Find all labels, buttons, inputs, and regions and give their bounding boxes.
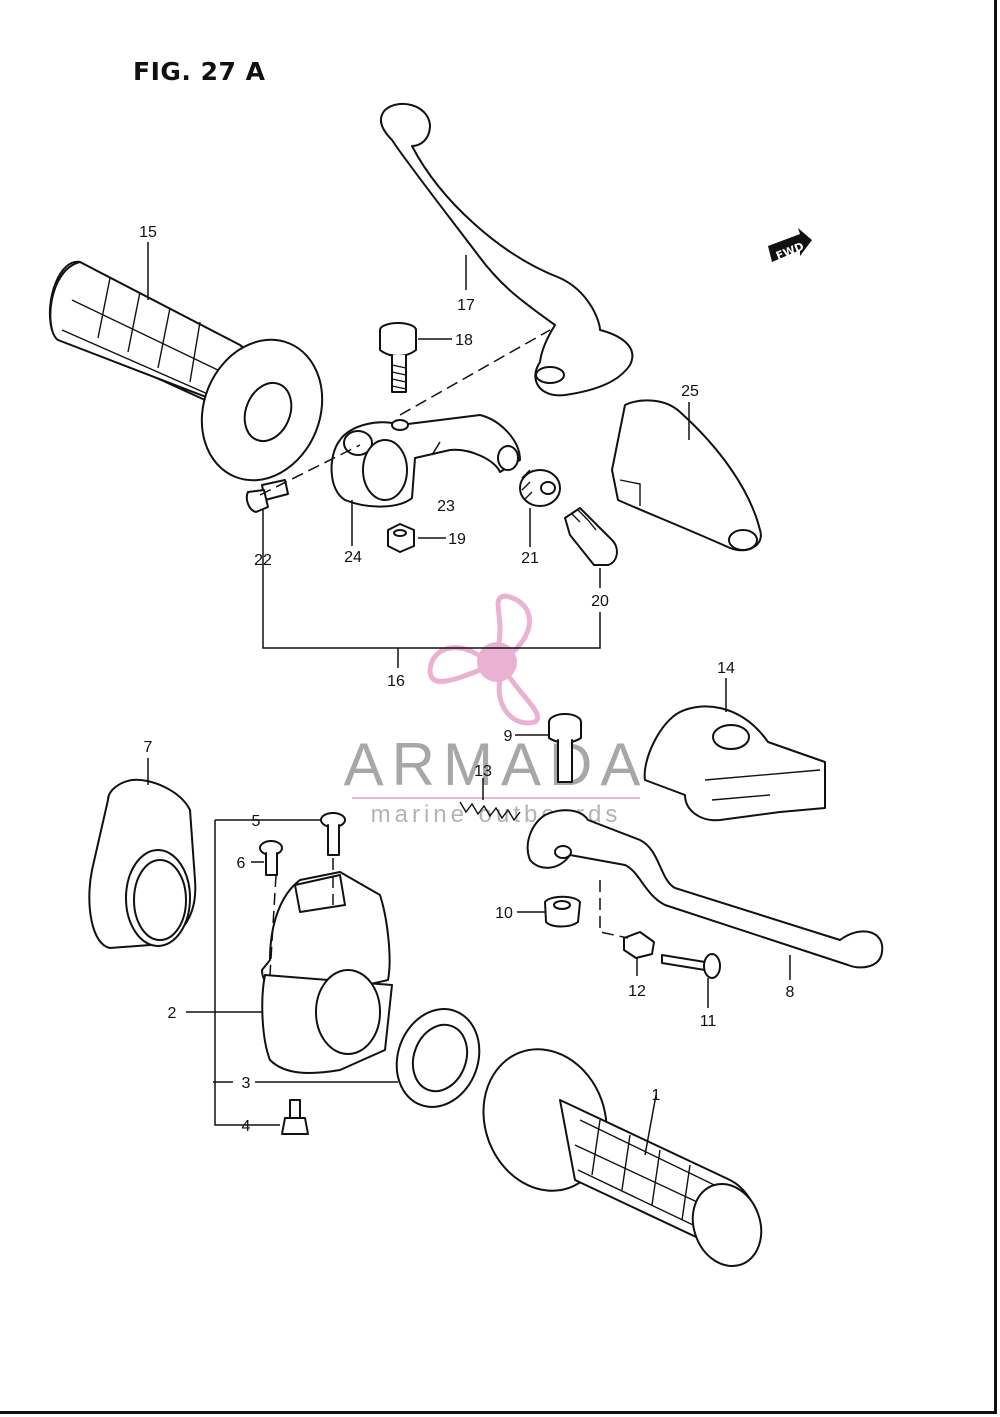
part-8-brake-lever: [526, 809, 884, 969]
part-14-lever-cover: [643, 705, 826, 822]
callout-20: 20: [591, 593, 609, 610]
callout-labels: 1 2 3 4 5 6 7 8 9 10 11 12 13 14 15 16 1…: [139, 224, 794, 1135]
part-2-switch-housing: [261, 871, 393, 1074]
callout-9: 9: [504, 728, 513, 745]
callout-11: 11: [700, 1013, 717, 1030]
callout-3: 3: [242, 1075, 251, 1092]
dashed-center-lines: [259, 329, 629, 976]
part-19-nut: [387, 523, 415, 553]
callout-15: 15: [139, 224, 157, 241]
figure-title: FIG. 27 A: [133, 57, 266, 86]
part-17-clutch-lever: [379, 102, 634, 397]
callout-17: 17: [457, 297, 475, 314]
part-10-nut: [544, 895, 581, 928]
callout-4: 4: [242, 1118, 251, 1135]
part-25-lever-cover: [611, 399, 762, 552]
callout-18: 18: [455, 332, 473, 349]
callout-6: 6: [237, 855, 246, 872]
leader-lines: [147, 242, 791, 1156]
callout-19: 19: [448, 531, 466, 548]
callout-8: 8: [786, 984, 795, 1001]
watermark-brand: ARMADA: [344, 731, 649, 798]
part-5-screw: [320, 812, 346, 856]
part-18-bolt: [379, 322, 417, 393]
callout-25: 25: [681, 383, 699, 400]
callout-7: 7: [144, 739, 153, 756]
callout-21: 21: [521, 550, 539, 567]
callout-23: 23: [437, 498, 455, 515]
callout-13: 13: [474, 763, 492, 780]
callout-12: 12: [628, 983, 646, 1000]
fwd-arrow-icon: FWD: [768, 228, 812, 263]
part-15-left-grip: [48, 260, 324, 482]
part-3-plate: [395, 1008, 481, 1108]
callout-24: 24: [344, 549, 362, 566]
callout-10: 10: [495, 905, 513, 922]
part-7-switch-cover: [88, 778, 197, 949]
part-4-bolt: [281, 1099, 309, 1135]
part-6-screw: [259, 840, 283, 876]
callout-22: 22: [254, 552, 272, 569]
callout-16: 16: [387, 673, 405, 690]
part-21-adjuster-nut: [519, 469, 561, 507]
part-24-lever-holder: [330, 414, 521, 508]
callout-14: 14: [717, 660, 735, 677]
callout-5: 5: [252, 813, 261, 830]
watermark-propeller-logo: [427, 593, 541, 726]
part-9-bolt: [548, 713, 582, 783]
part-11-bolt: [661, 953, 721, 979]
part-13-spring: [459, 801, 521, 822]
callout-1: 1: [652, 1087, 661, 1104]
callout-2: 2: [168, 1005, 177, 1022]
part-1-right-grip: [482, 1048, 763, 1268]
part-20-adjuster-bolt: [564, 507, 618, 566]
part-12-nut: [623, 931, 655, 959]
